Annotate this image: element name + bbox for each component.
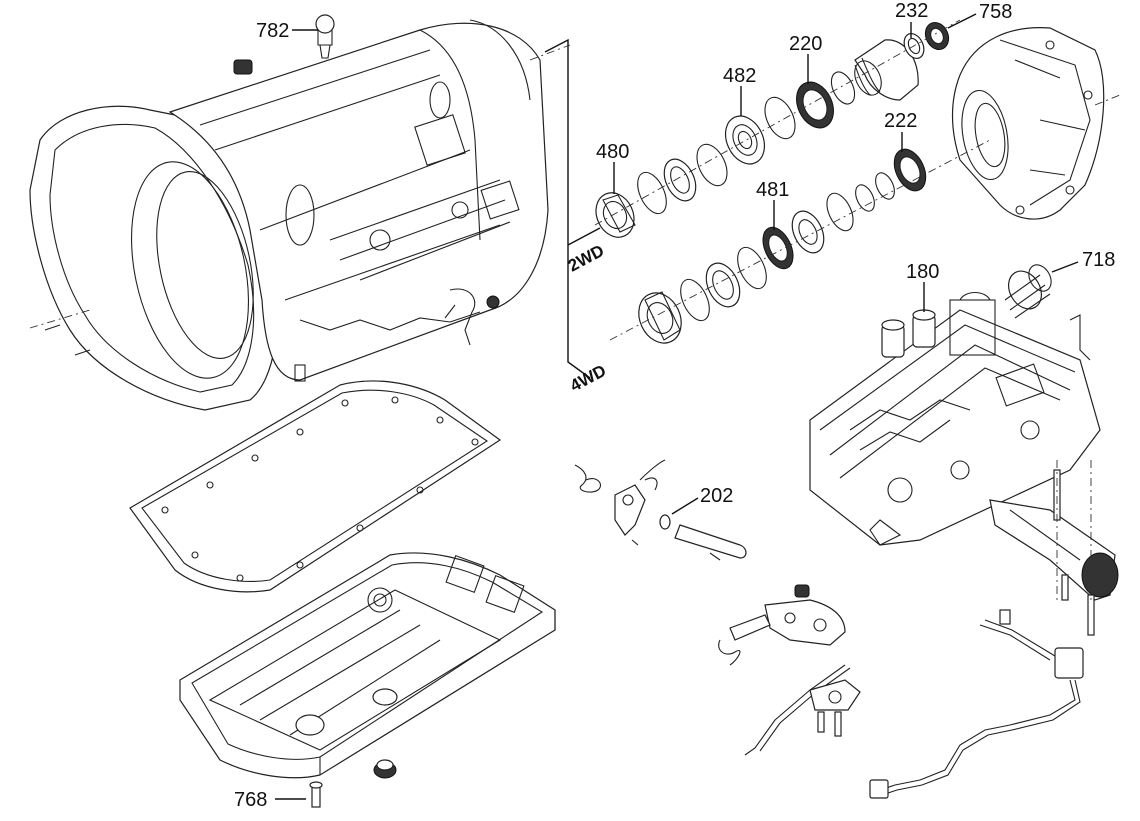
wiring-harness: [869, 609, 1084, 799]
extension-housing: [951, 27, 1121, 220]
2wd-components: [594, 19, 961, 238]
callout-481: 481: [756, 179, 789, 201]
driveline-variant-bracket: [544, 38, 601, 379]
callout-480: 480: [596, 141, 629, 163]
transmission-case: [29, 14, 571, 411]
callout-482: 482: [723, 65, 756, 87]
callout-180: 180: [906, 261, 939, 283]
gasket-bolt-holes: [161, 396, 479, 582]
callout-222: 222: [884, 110, 917, 132]
detent-lever-assembly: [574, 459, 747, 561]
callout-768: 768: [234, 789, 267, 811]
callout-782: 782: [256, 20, 289, 42]
4wd-components: [609, 139, 991, 344]
callout-220: 220: [789, 33, 822, 55]
callout-leaders: [275, 13, 1079, 800]
callout-718: 718: [1082, 249, 1115, 271]
callout-202: 202: [700, 485, 733, 507]
callout-758: 758: [979, 1, 1012, 23]
valve-body: [809, 264, 1119, 636]
callout-labels: 782 232 758 220 482 222 480 481 180 718 …: [234, 0, 1115, 811]
oil-pan-gasket: [129, 380, 502, 593]
manual-shaft-assembly: [718, 584, 861, 756]
oil-pan: [179, 552, 556, 808]
variant-2wd-label: 2WD: [565, 241, 607, 276]
callout-232: 232: [895, 0, 928, 22]
